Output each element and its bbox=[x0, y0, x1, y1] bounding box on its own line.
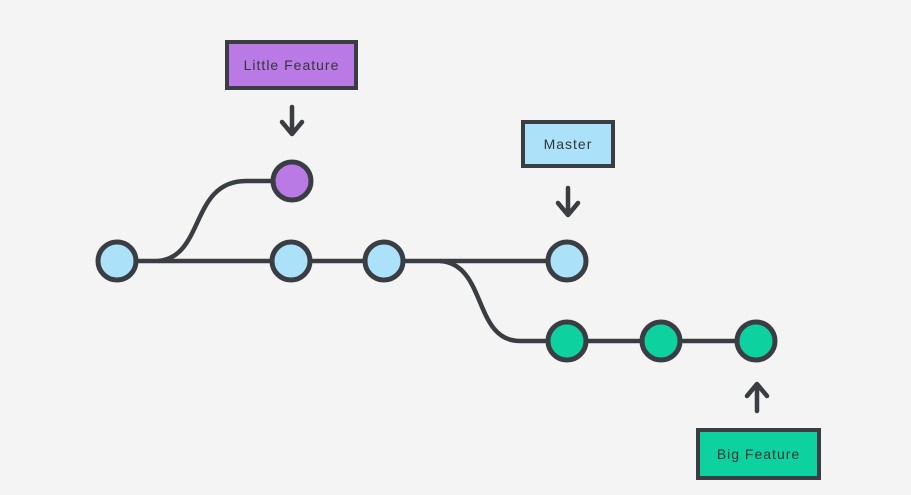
little-feature-branch-curve bbox=[157, 178, 273, 264]
big-feature-branch-curve bbox=[439, 258, 548, 344]
big-feature-commit-node bbox=[545, 319, 589, 363]
master-commit-node bbox=[362, 239, 406, 283]
little-feature-commit-node bbox=[270, 159, 314, 203]
master-commit-node bbox=[95, 239, 139, 283]
big-feature-label: Big Feature bbox=[716, 446, 801, 462]
little-feature-label-box: Little Feature bbox=[225, 40, 358, 90]
master-commit-node bbox=[269, 239, 313, 283]
master-commit-node bbox=[545, 239, 589, 283]
master-label-box: Master bbox=[521, 120, 615, 168]
big-feature-arrow-up bbox=[744, 381, 770, 414]
little-feature-label: Little Feature bbox=[243, 57, 340, 73]
big-feature-label-box: Big Feature bbox=[696, 428, 821, 480]
master-arrow-down bbox=[555, 185, 581, 218]
master-label: Master bbox=[543, 136, 593, 152]
big-feature-commit-node bbox=[639, 319, 683, 363]
little-feature-arrow-down bbox=[279, 104, 305, 137]
big-feature-commit-node bbox=[734, 319, 778, 363]
